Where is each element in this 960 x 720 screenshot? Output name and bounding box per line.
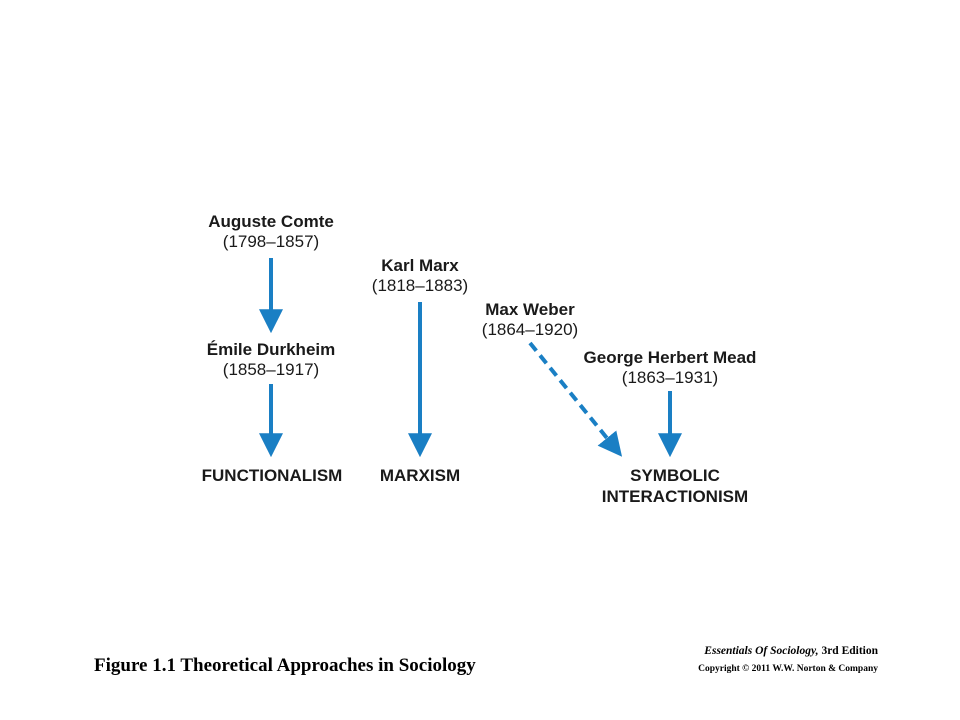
school-symbolic-line2: INTERACTIONISM — [601, 487, 749, 506]
school-symbolic-interactionism: SYMBOLIC INTERACTIONISM — [585, 465, 765, 507]
thinker-years: (1818–1883) — [371, 276, 469, 295]
book-title: Essentials Of Sociology, — [704, 645, 819, 657]
node-emile-durkheim: Émile Durkheim (1858–1917) — [190, 340, 352, 380]
book-credit: Essentials Of Sociology, 3rd Edition — [704, 645, 878, 657]
thinker-name: Karl Marx — [381, 256, 459, 275]
book-edition: 3rd Edition — [818, 645, 878, 657]
thinker-name: George Herbert Mead — [583, 348, 757, 367]
school-symbolic-line1: SYMBOLIC — [630, 466, 720, 485]
school-marxism: MARXISM — [379, 466, 461, 485]
node-george-herbert-mead: George Herbert Mead (1863–1931) — [560, 348, 780, 388]
figure-caption: Figure 1.1 Theoretical Approaches in Soc… — [94, 655, 476, 676]
thinker-years: (1798–1857) — [222, 232, 320, 251]
node-karl-marx: Karl Marx (1818–1883) — [350, 256, 490, 296]
thinker-years: (1863–1931) — [621, 368, 719, 387]
thinker-years: (1864–1920) — [481, 320, 579, 339]
node-auguste-comte: Auguste Comte (1798–1857) — [190, 212, 352, 252]
school-functionalism: FUNCTIONALISM — [201, 466, 343, 485]
thinker-name: Auguste Comte — [208, 212, 334, 231]
thinker-name: Émile Durkheim — [206, 340, 336, 359]
copyright-notice: Copyright © 2011 W.W. Norton & Company — [698, 664, 878, 674]
thinker-years: (1858–1917) — [222, 360, 320, 379]
thinker-name: Max Weber — [485, 300, 575, 319]
node-max-weber: Max Weber (1864–1920) — [460, 300, 600, 340]
arrow-weber-to-symbolic-interactionism — [528, 341, 623, 457]
